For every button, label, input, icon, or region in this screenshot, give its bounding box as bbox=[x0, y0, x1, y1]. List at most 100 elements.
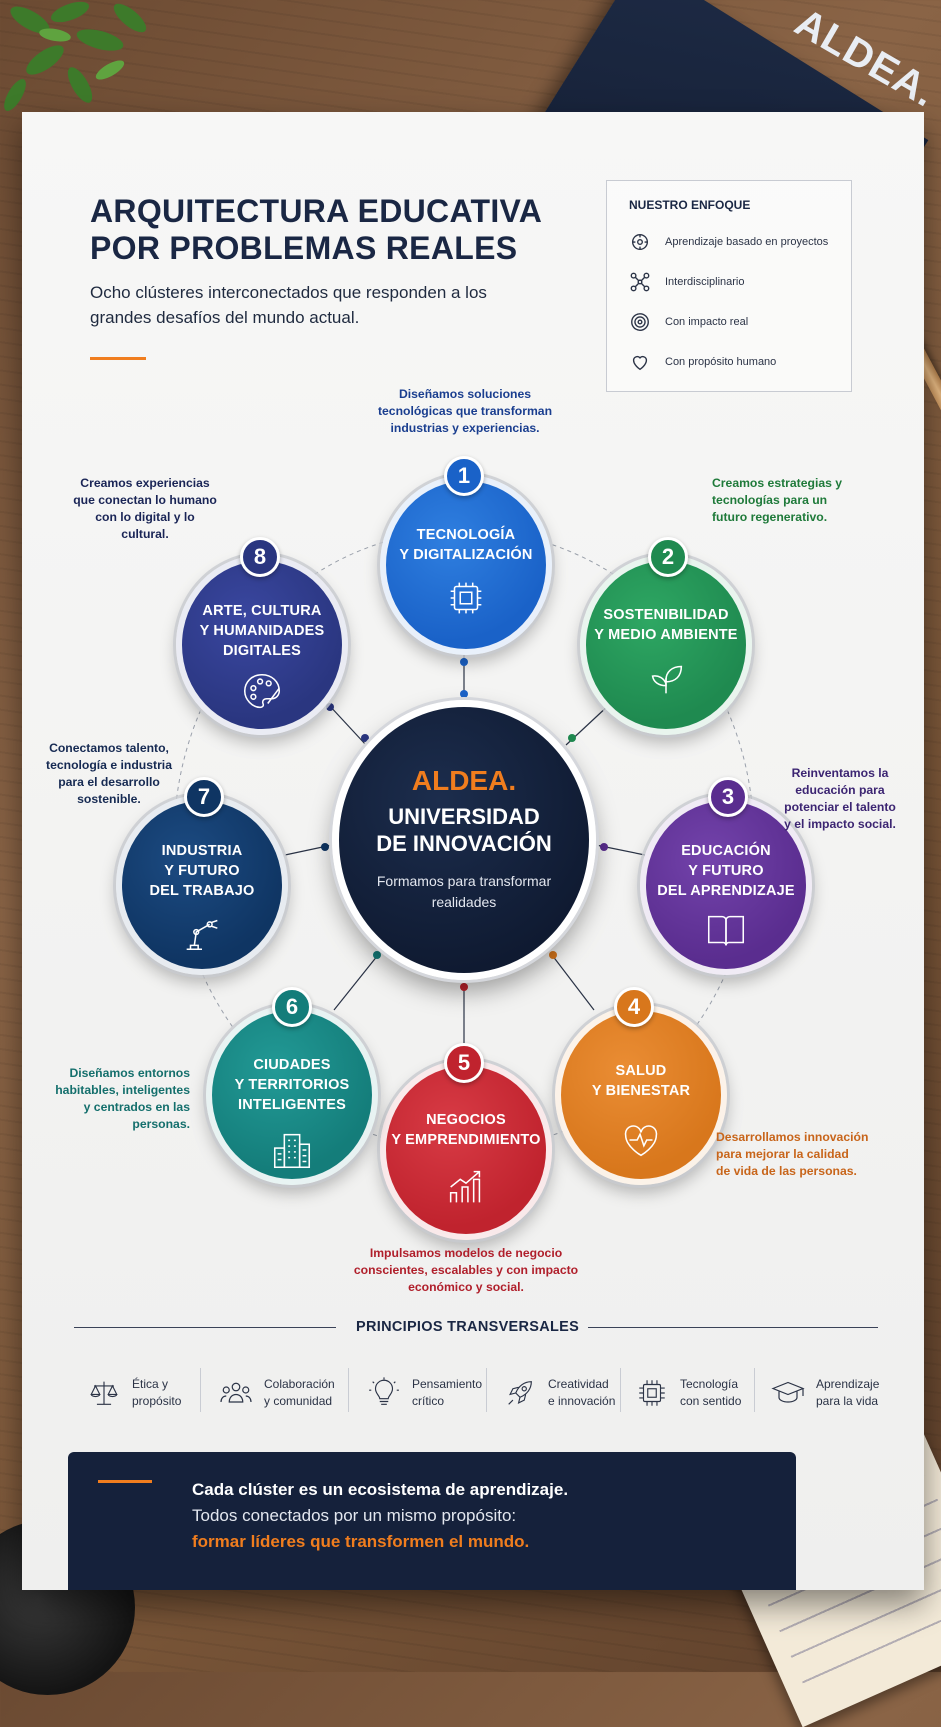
principle-creativity: Creatividad e innovación bbox=[500, 1368, 615, 1418]
connector-4 bbox=[551, 954, 595, 1011]
cluster-2: SOSTENIBILIDAD Y MEDIO AMBIENTE bbox=[580, 555, 752, 735]
principle-label: Pensamiento crítico bbox=[412, 1377, 483, 1408]
cluster-description-3: Reinventamos la educación para potenciar… bbox=[784, 766, 896, 831]
principle-separator bbox=[754, 1368, 755, 1412]
footer-line-1: Cada clúster es un ecosistema de aprendi… bbox=[192, 1480, 569, 1499]
focus-item-human-purpose: Con propósito humano bbox=[627, 349, 776, 375]
scales-icon bbox=[84, 1373, 124, 1413]
cluster-description-8: Creamos experiencias que conectan lo hum… bbox=[73, 476, 217, 541]
palette-icon bbox=[243, 673, 281, 709]
center-brand: ALDEA. bbox=[411, 765, 517, 796]
cluster-description-5: Impulsamos modelos de negocio consciente… bbox=[353, 1246, 579, 1294]
principles-divider-left bbox=[74, 1327, 336, 1328]
cluster-description-2: Creamos estrategias y tecnologías para u… bbox=[712, 476, 843, 524]
connector-8 bbox=[327, 703, 367, 746]
focus-item-label: Aprendizaje basado en proyectos bbox=[665, 236, 829, 248]
cluster-name: TECNOLOGÍA Y DIGITALIZACIÓN bbox=[399, 527, 533, 563]
center-tagline: Formamos para transformar realidades bbox=[376, 873, 552, 910]
principle-label: Creatividad e innovación bbox=[548, 1377, 616, 1408]
cluster-5: NEGOCIOS Y EMPRENDIMIENTO bbox=[380, 1060, 552, 1240]
cluster-3: EDUCACIÓN Y FUTURO DEL APRENDIZAJE bbox=[640, 795, 812, 975]
cluster-number-badge-2: 2 bbox=[648, 537, 688, 577]
cluster-description-4: Desarrollamos innovación para mejorar la… bbox=[716, 1130, 869, 1178]
cluster-4: SALUD Y BIENESTAR bbox=[555, 1005, 727, 1185]
chip-icon bbox=[450, 582, 482, 614]
growth-chart-icon bbox=[449, 1170, 481, 1203]
footer-banner: Cada clúster es un ecosistema de aprendi… bbox=[68, 1452, 796, 1590]
cluster-8: ARTE, CULTURA Y HUMANIDADES DIGITALES bbox=[176, 555, 348, 735]
principles-title: PRINCIPIOS TRANSVERSALES bbox=[356, 1319, 580, 1335]
poster-title-line-1: ARQUITECTURA EDUCATIVA bbox=[90, 193, 543, 229]
connector-dot-5 bbox=[460, 983, 468, 991]
cluster-number-badge-7: 7 bbox=[184, 777, 224, 817]
connector-dot-7 bbox=[321, 843, 329, 851]
connector-dot-1 bbox=[460, 658, 468, 666]
connector-dot-3 bbox=[600, 843, 608, 851]
cluster-number-badge-6: 6 bbox=[272, 987, 312, 1027]
principle-label: Colaboración y comunidad bbox=[264, 1377, 335, 1408]
plant-leaves-decoration bbox=[4, 1, 147, 111]
heart-icon bbox=[627, 349, 653, 375]
focus-item-projects: Aprendizaje basado en proyectos bbox=[627, 229, 828, 255]
target-icon bbox=[627, 309, 653, 335]
focus-item-interdisciplinary: Interdisciplinario bbox=[627, 269, 744, 295]
cluster-number-badge-5: 5 bbox=[444, 1043, 484, 1083]
cluster-name: CIUDADES Y TERRITORIOS INTELIGENTES bbox=[234, 1057, 350, 1113]
book-icon bbox=[707, 915, 745, 946]
connector-dot-8b bbox=[326, 703, 334, 711]
poster-title-line-2: POR PROBLEMAS REALES bbox=[90, 230, 518, 266]
connector-dot-6 bbox=[373, 951, 381, 959]
heartbeat-icon bbox=[624, 1125, 658, 1157]
robot-arm-icon bbox=[186, 919, 218, 951]
cluster-6: CIUDADES Y TERRITORIOS INTELIGENTES bbox=[206, 1005, 378, 1185]
cluster-1: TECNOLOGÍA Y DIGITALIZACIÓN bbox=[380, 475, 552, 655]
principle-separator bbox=[200, 1368, 201, 1412]
principle-critical-thinking: Pensamiento crítico bbox=[364, 1368, 482, 1418]
poster-title: ARQUITECTURA EDUCATIVA POR PROBLEMAS REA… bbox=[90, 193, 542, 267]
focus-item-real-impact: Con impacto real bbox=[627, 309, 748, 335]
principle-label: Tecnología con sentido bbox=[680, 1377, 742, 1408]
principle-separator bbox=[348, 1368, 349, 1412]
cluster-description-6: Diseñamos entornos habitables, inteligen… bbox=[55, 1066, 190, 1131]
cluster-number-badge-1: 1 bbox=[444, 456, 484, 496]
lightbulb-icon bbox=[364, 1373, 404, 1413]
focus-item-label: Interdisciplinario bbox=[665, 276, 745, 288]
footer-accent-bar bbox=[98, 1480, 152, 1483]
connector-dot-4 bbox=[549, 951, 557, 959]
title-accent-bar bbox=[90, 357, 146, 360]
cluster-name: INDUSTRIA Y FUTURO DEL TRABAJO bbox=[149, 843, 255, 899]
cluster-description-1: Diseñamos soluciones tecnológicas que tr… bbox=[377, 387, 553, 435]
footer-line-2: Todos conectados por un mismo propósito: bbox=[192, 1506, 517, 1525]
graduation-cap-icon bbox=[768, 1373, 808, 1413]
focus-panel: NUESTRO ENFOQUE Aprendizaje basado en pr… bbox=[606, 180, 852, 392]
cluster-number-badge-4: 4 bbox=[614, 987, 654, 1027]
focus-item-label: Con propósito humano bbox=[665, 356, 777, 368]
cluster-name: ARTE, CULTURA Y HUMANIDADES DIGITALES bbox=[199, 603, 325, 659]
cluster-name: NEGOCIOS Y EMPRENDIMIENTO bbox=[391, 1112, 541, 1148]
network-icon bbox=[627, 269, 653, 295]
project-icon bbox=[627, 229, 653, 255]
buildings-icon bbox=[273, 1133, 311, 1169]
principle-technology: Tecnología con sentido bbox=[632, 1368, 741, 1418]
connector-dot-1b bbox=[460, 690, 468, 698]
center-name: UNIVERSIDAD DE INNOVACIÓN bbox=[376, 804, 552, 856]
principle-lifelong-learning: Aprendizaje para la vida bbox=[768, 1368, 879, 1418]
principle-separator bbox=[486, 1368, 487, 1412]
cluster-description-7: Conectamos talento, tecnología e industr… bbox=[46, 741, 172, 806]
footer-line-3: formar líderes que transformen el mundo. bbox=[192, 1532, 530, 1551]
people-icon bbox=[216, 1373, 256, 1413]
cluster-name: SALUD Y BIENESTAR bbox=[591, 1063, 691, 1099]
cluster-7: INDUSTRIA Y FUTURO DEL TRABAJO bbox=[116, 795, 288, 975]
principle-collaboration: Colaboración y comunidad bbox=[216, 1368, 335, 1418]
connector-dot-8 bbox=[361, 734, 369, 742]
poster-subtitle: Ocho clústeres interconectados que respo… bbox=[90, 283, 487, 327]
connector-6 bbox=[333, 954, 379, 1011]
principle-label: Aprendizaje para la vida bbox=[816, 1377, 880, 1408]
rocket-icon bbox=[500, 1373, 540, 1413]
cluster-name: SOSTENIBILIDAD Y MEDIO AMBIENTE bbox=[594, 607, 738, 643]
focus-panel-title: NUESTRO ENFOQUE bbox=[629, 198, 751, 212]
focus-item-label: Con impacto real bbox=[665, 316, 749, 328]
principle-label: Ética y propósito bbox=[132, 1377, 182, 1408]
principles-divider-right bbox=[588, 1327, 878, 1328]
cluster-name: EDUCACIÓN Y FUTURO DEL APRENDIZAJE bbox=[657, 843, 795, 899]
